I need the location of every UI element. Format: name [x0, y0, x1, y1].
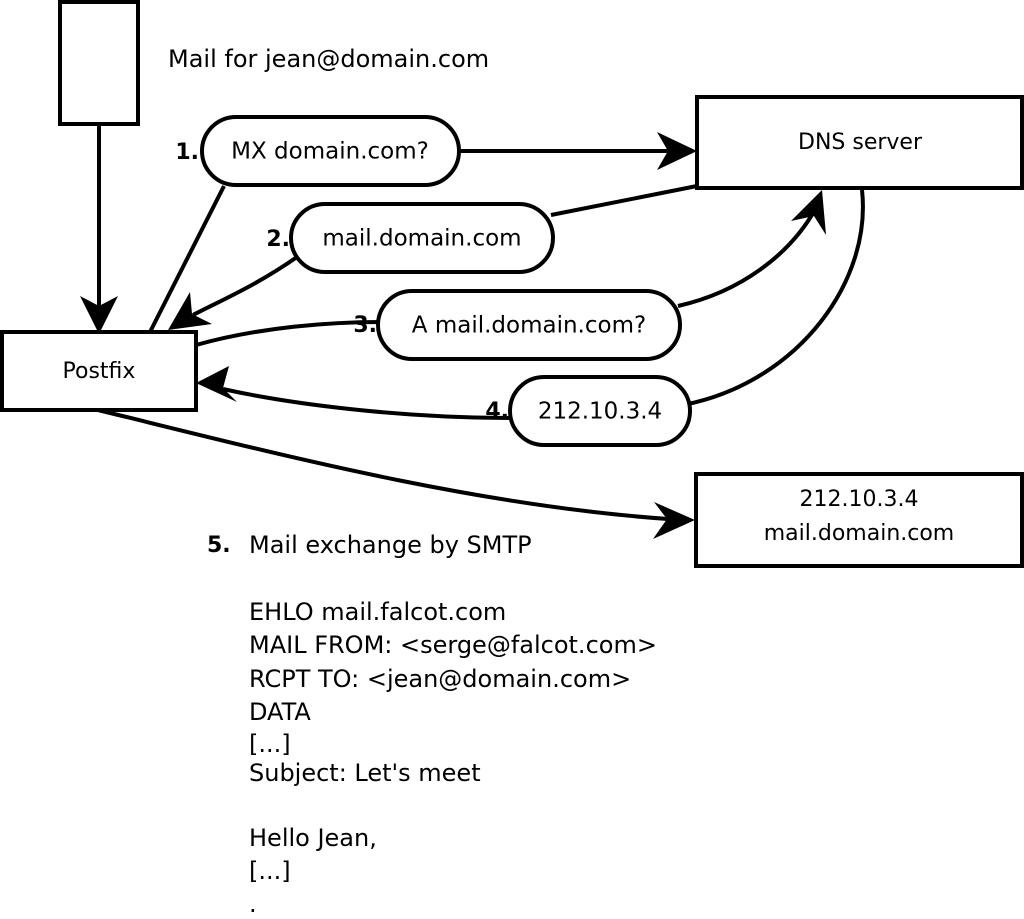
step-1-label: MX domain.com? — [231, 139, 429, 165]
node-postfix-label: Postfix — [63, 359, 136, 384]
edge-step2-to-postfix — [168, 255, 299, 330]
smtp-line-1: MAIL FROM: <serge@falcot.com> — [249, 631, 657, 659]
smtp-line-7: Hello Jean, — [249, 824, 377, 852]
node-postfix[interactable]: Postfix — [0, 330, 198, 412]
edge-dns-to-step2 — [550, 184, 698, 217]
node-mail-server[interactable]: 212.10.3.4 mail.domain.com — [694, 472, 1024, 568]
step-4-number: 4. — [485, 399, 509, 424]
edge-mailclient-to-postfix — [80, 124, 118, 334]
node-mail-client[interactable] — [58, 0, 140, 126]
node-dns-server[interactable]: DNS server — [695, 95, 1024, 190]
edge-postfix-to-step1 — [148, 185, 226, 333]
node-mail-server-ip: 212.10.3.4 — [800, 487, 919, 512]
smtp-line-2: RCPT TO: <jean@domain.com> — [249, 665, 631, 693]
step-1-number: 1. — [175, 140, 199, 165]
node-mail-server-hostname: mail.domain.com — [764, 521, 955, 546]
smtp-line-8: [...] — [249, 857, 291, 885]
step-5-label: Mail exchange by SMTP — [249, 531, 532, 559]
smtp-line-9: . — [249, 890, 257, 918]
node-dns-server-label: DNS server — [798, 130, 923, 155]
step-5-number: 5. — [207, 533, 231, 558]
step-3-bubble[interactable]: A mail.domain.com? — [376, 289, 682, 361]
step-3-number: 3. — [353, 313, 377, 338]
edge-step4-to-postfix — [196, 366, 513, 420]
edge-dns-to-step4 — [687, 189, 865, 406]
step-2-bubble[interactable]: mail.domain.com — [289, 202, 555, 274]
smtp-line-5: Subject: Let's meet — [249, 759, 481, 787]
step-2-label: mail.domain.com — [322, 226, 521, 252]
smtp-line-4: [...] — [249, 730, 291, 758]
smtp-line-3: DATA — [249, 698, 311, 726]
page-title: Mail for jean@domain.com — [168, 45, 489, 73]
smtp-line-0: EHLO mail.falcot.com — [249, 598, 506, 626]
step-4-label: 212.10.3.4 — [538, 399, 662, 425]
edge-step1-to-dns — [459, 132, 697, 170]
edge-postfix-to-mailserver — [97, 408, 695, 539]
edge-step3-to-dns — [677, 190, 826, 308]
step-4-bubble[interactable]: 212.10.3.4 — [508, 375, 692, 447]
edge-postfix-to-step3 — [195, 320, 383, 347]
step-3-label: A mail.domain.com? — [412, 313, 646, 339]
step-1-bubble[interactable]: MX domain.com? — [200, 115, 461, 187]
step-2-number: 2. — [266, 227, 290, 252]
